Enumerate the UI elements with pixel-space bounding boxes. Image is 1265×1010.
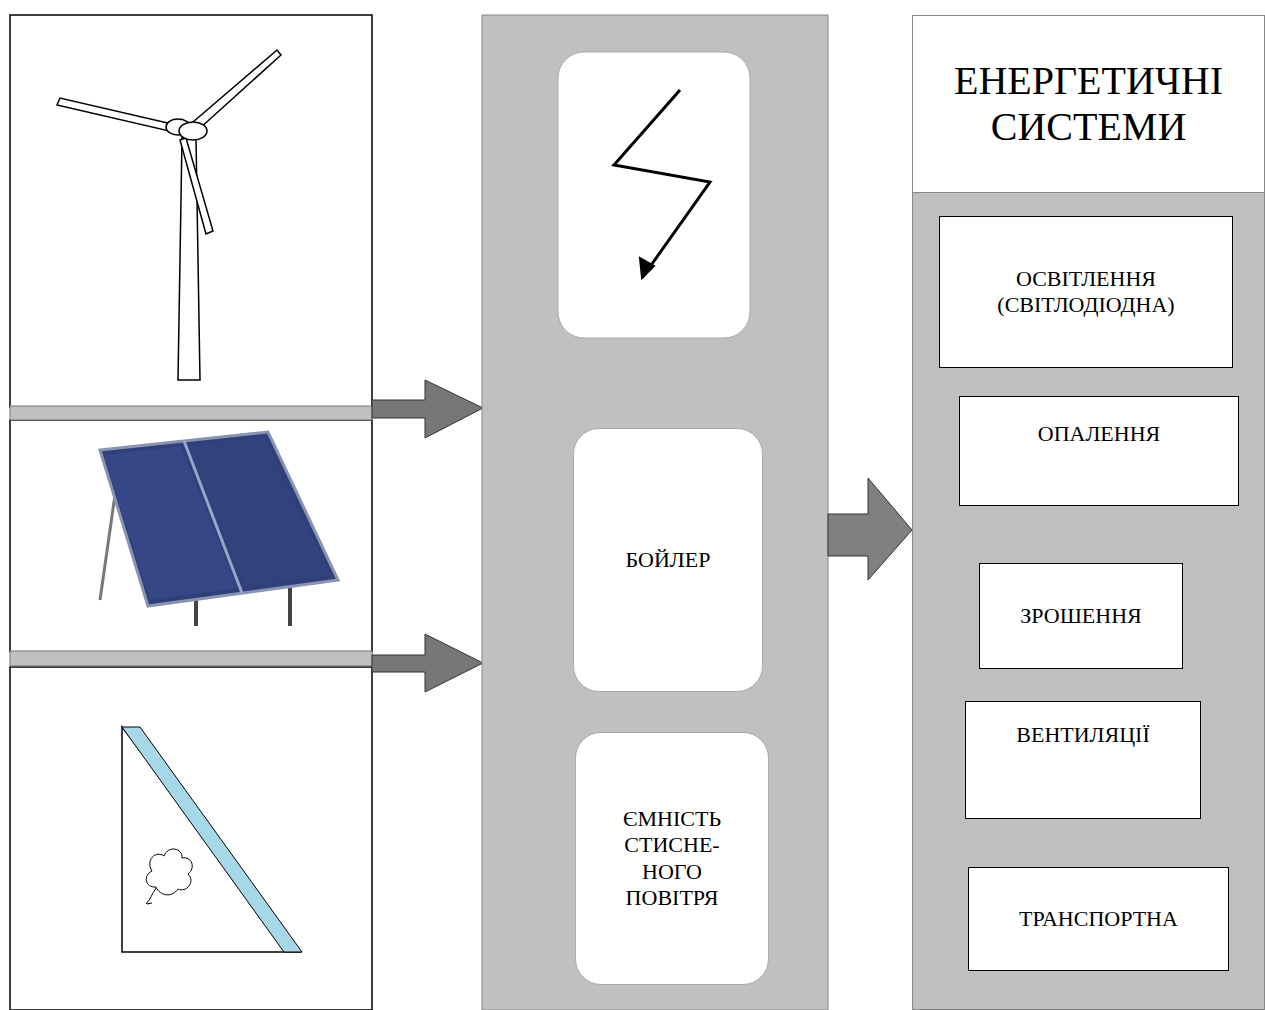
storage-panel xyxy=(482,15,828,1010)
system-box: ОСВІТЛЕННЯ (СВІТЛОДІОДНА) xyxy=(939,216,1233,368)
panel-heading-area: ЕНЕРГЕТИЧНІ СИСТЕМИ xyxy=(913,16,1264,193)
gray-bar xyxy=(10,406,372,420)
air-collector xyxy=(122,727,302,952)
electricity-box xyxy=(558,52,750,338)
box-label: ЗРОШЕННЯ xyxy=(1020,603,1142,629)
system-box: ВЕНТИЛЯЦІЇ xyxy=(965,701,1201,819)
wind-turbine xyxy=(57,50,281,380)
image-cell xyxy=(10,667,372,1010)
boiler-box: БОЙЛЕР xyxy=(573,428,763,692)
box-label: ЄМНІСТЬ СТИСНЕ- НОГО ПОВІТРЯ xyxy=(623,806,721,912)
image-cell xyxy=(10,420,372,652)
system-box: ЗРОШЕННЯ xyxy=(979,563,1183,669)
air-tank-box: ЄМНІСТЬ СТИСНЕ- НОГО ПОВІТРЯ xyxy=(575,732,769,985)
box-label: БОЙЛЕР xyxy=(626,547,711,573)
box-label: ОСВІТЛЕННЯ (СВІТЛОДІОДНА) xyxy=(997,266,1174,319)
flow-arrow xyxy=(372,380,483,438)
lightning-symbol xyxy=(640,258,654,278)
system-box: ТРАНСПОРТНА xyxy=(968,867,1229,971)
solar-panel xyxy=(100,432,338,626)
energy-systems-panel: ЕНЕРГЕТИЧНІ СИСТЕМИ ОСВІТЛЕННЯ (СВІТЛОДІО… xyxy=(912,15,1265,1010)
image-cell xyxy=(10,15,372,407)
box-label: ОПАЛЕННЯ xyxy=(1038,421,1160,447)
panel-title: ЕНЕРГЕТИЧНІ СИСТЕМИ xyxy=(954,58,1223,150)
flow-arrow xyxy=(372,634,483,692)
system-box: ОПАЛЕННЯ xyxy=(959,396,1239,506)
box-label: ТРАНСПОРТНА xyxy=(1019,906,1178,932)
box-label: ВЕНТИЛЯЦІЇ xyxy=(1016,722,1149,748)
lightning-symbol xyxy=(614,90,710,278)
flow-arrow xyxy=(828,478,912,580)
gray-bar xyxy=(10,651,372,666)
